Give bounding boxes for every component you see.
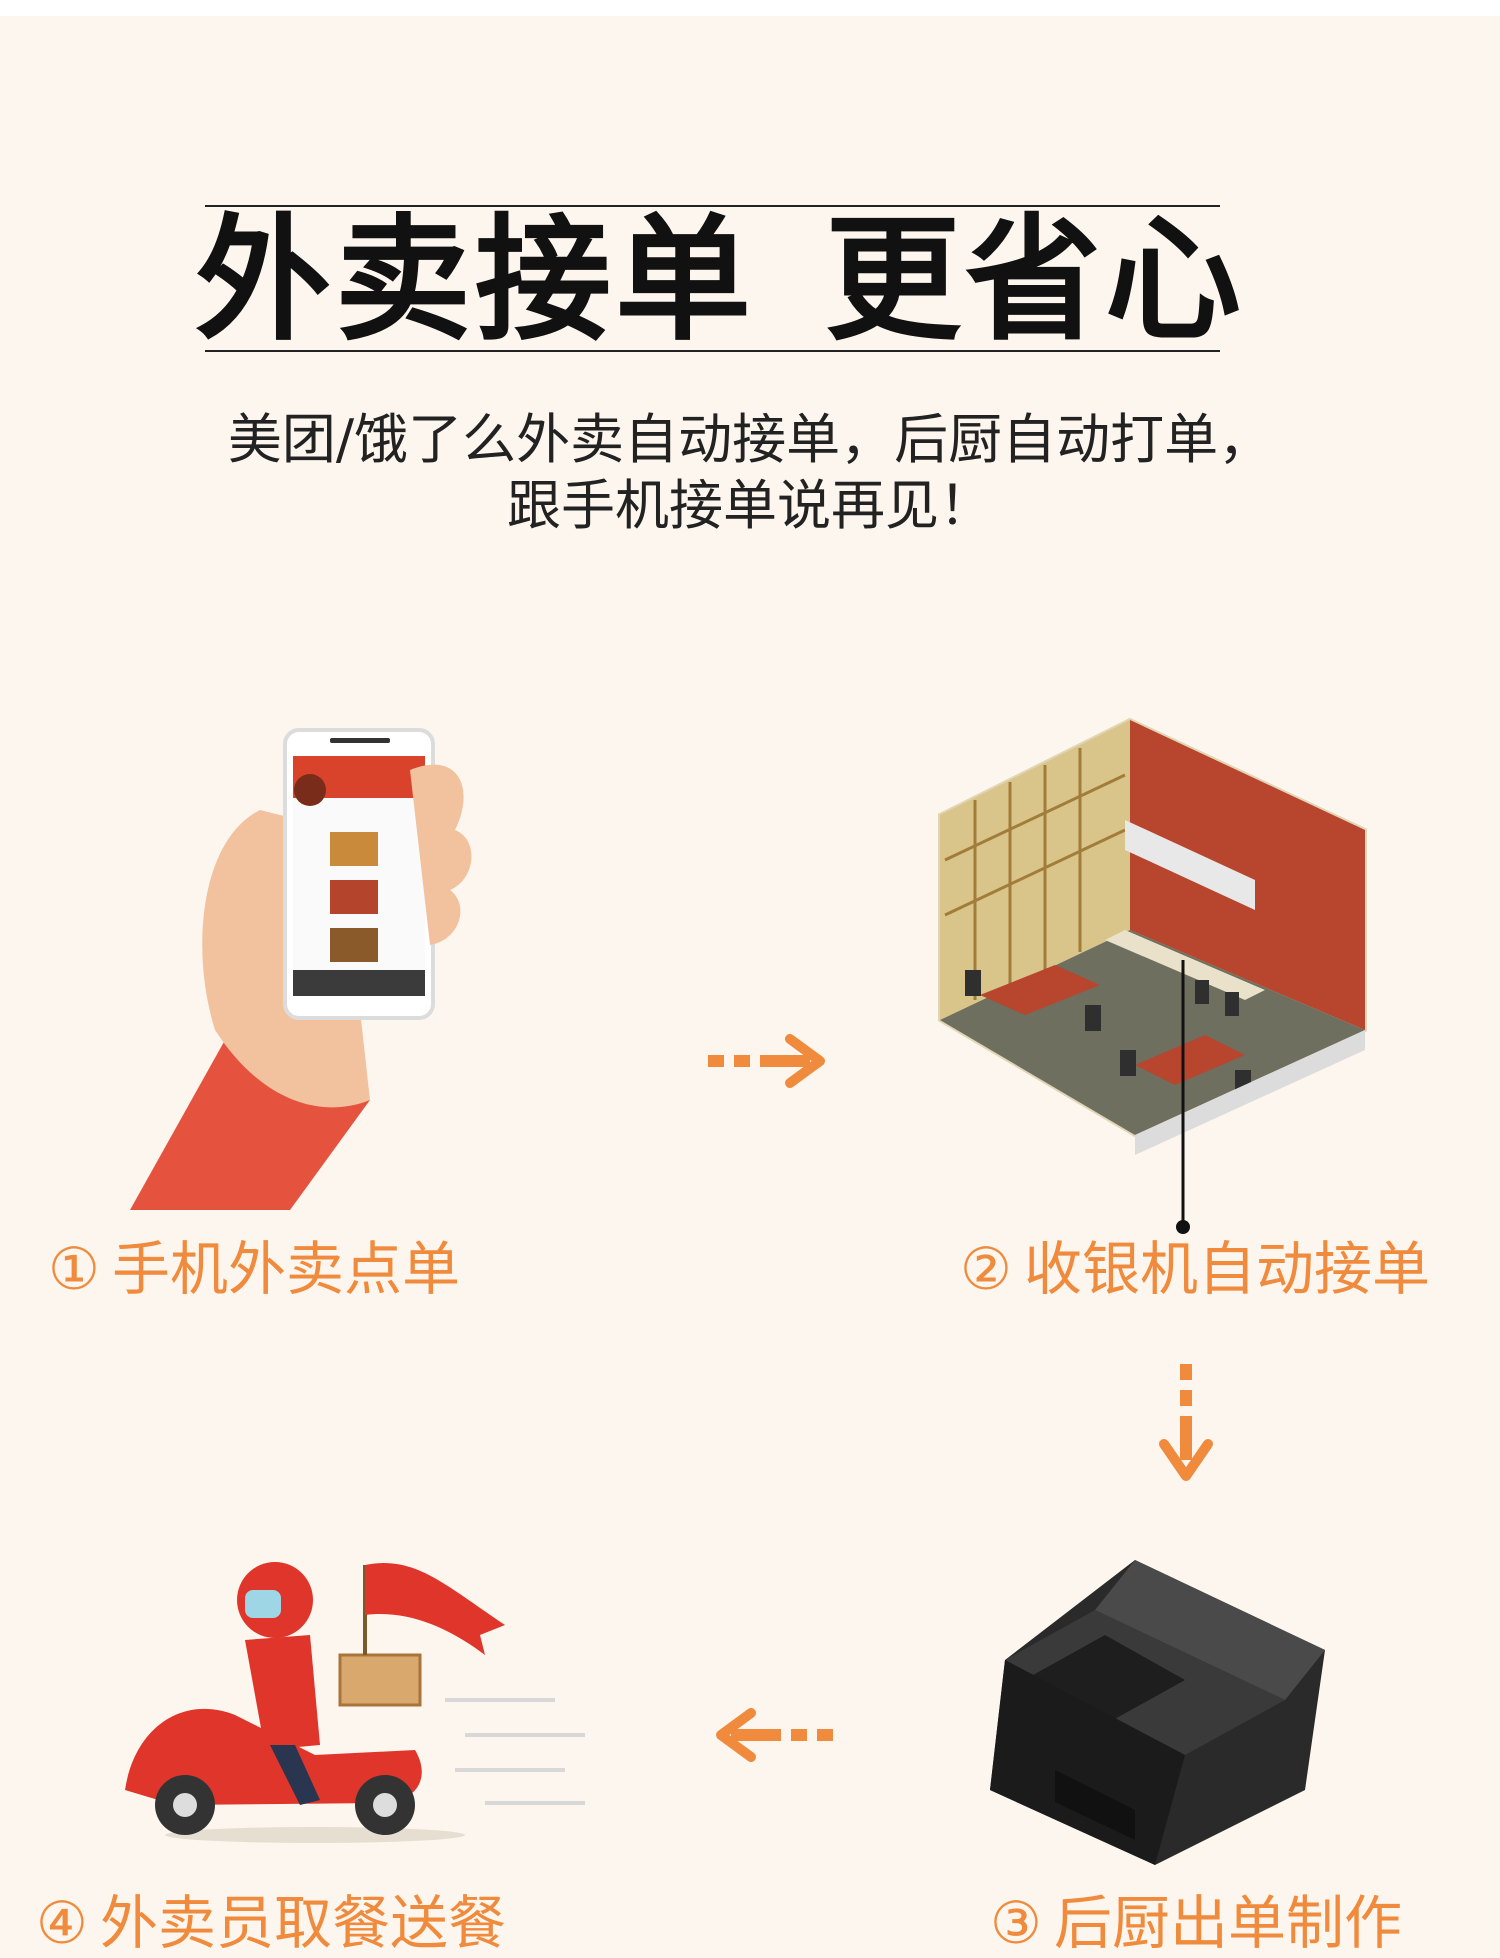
room-edge — [1135, 1030, 1365, 1155]
scooter-shadow — [165, 1827, 465, 1843]
pointer-dot — [1176, 1220, 1190, 1234]
arrow-right-icon — [708, 1034, 825, 1088]
rider-legs — [270, 1745, 320, 1805]
subtitle-line-1: 美团/饿了么外卖自动接单，后厨自动打单， — [227, 408, 1273, 471]
arrow-down-icon — [1159, 1364, 1213, 1481]
kitchen-hood — [1125, 820, 1255, 910]
shoji-grid — [944, 748, 1126, 1000]
flag — [365, 1563, 505, 1655]
speed-lines — [445, 1698, 585, 1805]
headline-bottom-rule — [205, 350, 1220, 352]
hand-fingers — [410, 764, 472, 945]
top-band — [0, 0, 1500, 16]
table-1 — [980, 965, 1100, 1015]
headline-top-rule — [205, 205, 1220, 207]
restaurant-room-icon — [938, 717, 1367, 1234]
headline-right: 更省心 — [825, 202, 1245, 360]
food-thumb-1 — [330, 832, 378, 866]
printer-lid — [1095, 1560, 1325, 1700]
printer-front — [990, 1660, 1185, 1865]
food-thumb-3 — [330, 928, 378, 962]
headline: 外卖接单更省心 — [195, 206, 1241, 356]
food-box — [338, 1653, 422, 1707]
phone-in-hand-icon — [130, 728, 472, 1210]
rider-torso — [245, 1635, 320, 1750]
printer-window — [1055, 1770, 1135, 1840]
helmet-visor — [245, 1590, 281, 1618]
subtitle-line-2: 跟手机接单说再见！ — [507, 474, 993, 537]
delivery-scooter-icon — [125, 1562, 585, 1843]
table-2 — [1135, 1035, 1245, 1085]
phone-speaker — [330, 738, 390, 743]
room-right-wall — [1130, 720, 1365, 1030]
app-bottom-bar — [293, 970, 425, 996]
headline-left: 外卖接单 — [195, 202, 755, 360]
receipt-printer-icon — [990, 1560, 1325, 1865]
food-thumb-2 — [330, 880, 378, 914]
arrow-left-icon — [716, 1708, 833, 1762]
counter-top — [1105, 930, 1265, 1000]
app-avatar — [294, 774, 326, 806]
